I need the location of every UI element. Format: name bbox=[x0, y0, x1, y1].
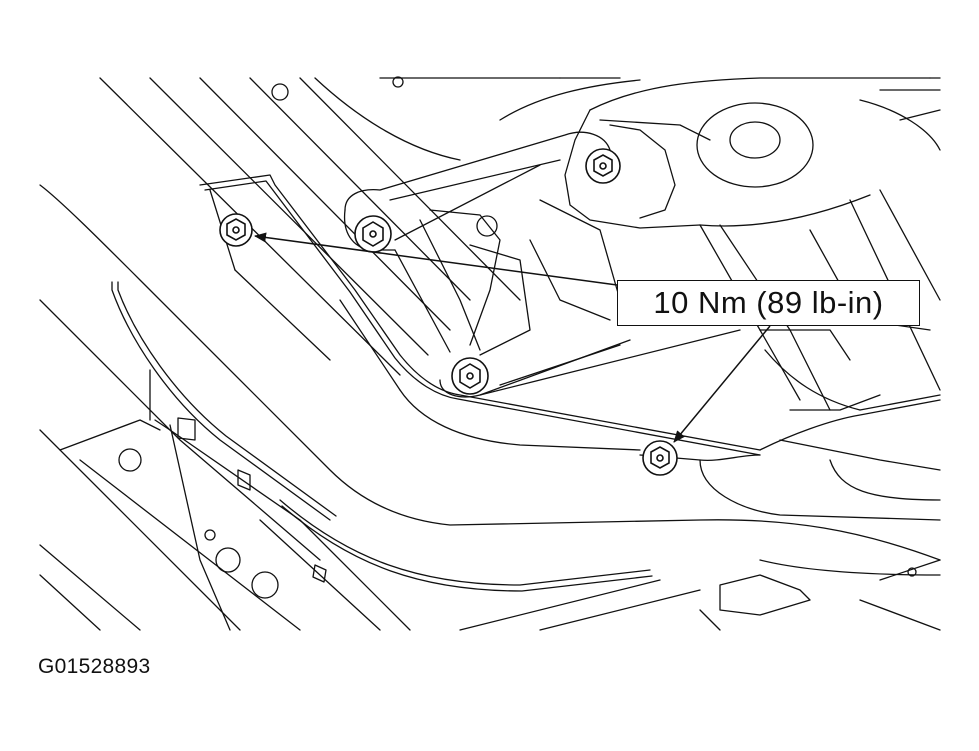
lower-frame-rail bbox=[40, 370, 410, 630]
triangular-bracket bbox=[345, 132, 740, 397]
leader-arrow-icon bbox=[673, 326, 770, 443]
engine-mount-bracket bbox=[565, 78, 940, 410]
torque-callout: 10 Nm (89 lb-in) bbox=[617, 280, 920, 326]
hex-bolt-icon bbox=[220, 214, 252, 246]
upper-rail bbox=[100, 78, 520, 375]
leader-arrow-icon bbox=[254, 232, 617, 285]
crossmember bbox=[40, 175, 940, 591]
upper-panel bbox=[272, 77, 640, 160]
lower-right-structure bbox=[460, 440, 940, 630]
torque-label: 10 Nm (89 lb-in) bbox=[653, 285, 884, 320]
figure-id: G01528893 bbox=[38, 655, 151, 678]
hex-bolt-icon bbox=[586, 149, 620, 183]
hex-bolt-icon bbox=[355, 216, 391, 252]
hex-bolt-icon bbox=[452, 358, 488, 394]
hex-bolt-icon bbox=[643, 441, 677, 475]
